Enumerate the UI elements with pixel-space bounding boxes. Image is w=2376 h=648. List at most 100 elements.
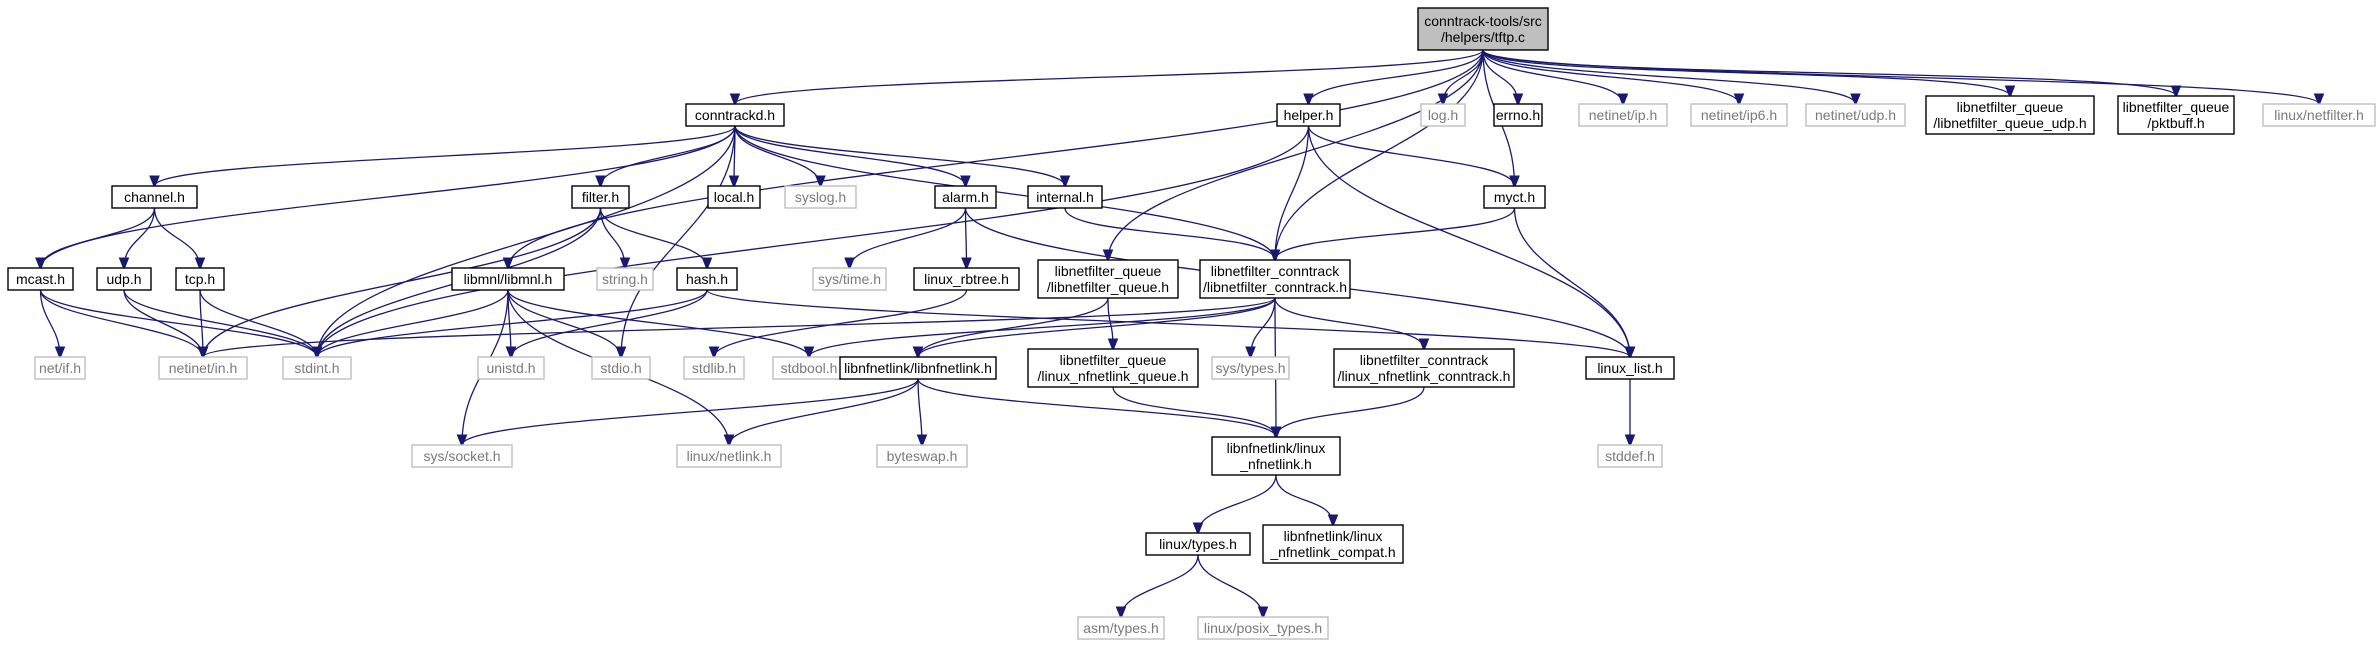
node-label: libnetfilter_queue (1060, 352, 1167, 368)
edge-root-to-conntrackd (735, 49, 1484, 104)
node-label: /libnetfilter_queue_udp.h (1933, 115, 2086, 131)
node-nfct_nfnl[interactable]: libnetfilter_conntrack/linux_nfnetlink_c… (1333, 348, 1515, 388)
node-label: conntrackd.h (695, 107, 775, 123)
edge-linux_types-to-posix_types (1197, 554, 1263, 617)
edge-channel-to-tcp (153, 207, 201, 268)
node-box (707, 185, 761, 209)
node-box (676, 267, 738, 291)
node-box (451, 267, 565, 291)
node-label: local.h (714, 189, 754, 205)
node-channel[interactable]: channel.h (111, 185, 198, 209)
edge-linux_types-to-asm_types (1121, 554, 1199, 617)
node-pktbuff[interactable]: libnetfilter_queue/pktbuff.h (2117, 95, 2235, 135)
node-hash[interactable]: hash.h (676, 267, 738, 291)
node-box (1420, 103, 1466, 127)
edge-alarm-to-rbtree (966, 207, 967, 268)
node-box (1262, 524, 1404, 564)
node-label: libnetfilter_conntrack (1211, 263, 1340, 279)
node-box (1925, 95, 2095, 135)
node-systypes: sys/types.h (1211, 356, 1290, 380)
edge-nfq_nfnl-to-nfnl_linux (1112, 386, 1276, 437)
node-netif: net/if.h (34, 356, 86, 380)
node-box (683, 356, 745, 380)
edge-nfct-to-libnfnetlink (918, 297, 1276, 357)
node-box (812, 267, 887, 291)
edge-conntrackd-to-nfct (734, 125, 1275, 260)
node-box (175, 267, 225, 291)
node-label: alarm.h (942, 189, 989, 205)
edge-root-to-linux_netfilter (1482, 49, 2319, 104)
node-label: udp.h (106, 271, 141, 287)
node-linux_netlink: linux/netlink.h (676, 444, 782, 468)
edge-libnfnetlink-to-nfnl_linux (917, 378, 1276, 437)
edge-libnfnetlink-to-byteswap (918, 378, 922, 445)
node-box (158, 356, 248, 380)
node-label: /helpers/tftp.c (1441, 29, 1525, 45)
edge-hash-to-stdint (317, 289, 708, 357)
node-tcp[interactable]: tcp.h (175, 267, 225, 291)
node-label: /linux_nfnetlink_conntrack.h (1338, 368, 1511, 384)
node-errno[interactable]: errno.h (1493, 103, 1543, 127)
node-stdio: stdio.h (591, 356, 651, 380)
node-mcast[interactable]: mcast.h (7, 267, 74, 291)
node-syslog: syslog.h (784, 185, 857, 209)
node-linux_list[interactable]: linux_list.h (1585, 356, 1675, 380)
node-byteswap: byteswap.h (876, 444, 968, 468)
node-rbtree[interactable]: linux_rbtree.h (913, 267, 1020, 291)
node-nfct[interactable]: libnetfilter_conntrack/libnetfilter_conn… (1199, 259, 1351, 299)
node-label: string.h (602, 271, 648, 287)
node-label: libnetfilter_queue (1957, 99, 2064, 115)
edge-conntrackd-to-alarm (734, 125, 966, 186)
node-root[interactable]: conntrack-tools/src/helpers/tftp.c (1417, 7, 1549, 51)
node-label: linux/types.h (1159, 536, 1237, 552)
node-label: internal.h (1036, 189, 1094, 205)
node-conntrackd[interactable]: conntrackd.h (685, 103, 785, 127)
node-box (1483, 185, 1546, 209)
node-label: libnetfilter_conntrack (1360, 352, 1489, 368)
edge-root-to-netinet_ip (1482, 49, 1623, 104)
edge-root-to-pktbuff (1482, 49, 2176, 96)
edge-internal-to-nfct (1064, 207, 1275, 260)
node-netinet_udp: netinet/udp.h (1805, 103, 1906, 127)
node-box (934, 185, 997, 209)
node-label: linux/posix_types.h (1204, 620, 1322, 636)
node-nfq[interactable]: libnetfilter_queue/libnetfilter_queue.h (1037, 259, 1179, 299)
node-alarm[interactable]: alarm.h (934, 185, 997, 209)
edge-filter-to-netinet_in (203, 207, 602, 357)
edge-root-to-netinet_ip6 (1482, 49, 1739, 104)
node-netinet_ip6: netinet/ip6.h (1690, 103, 1788, 127)
node-label: libnetfilter_queue (2123, 99, 2230, 115)
edge-conntrackd-to-channel (155, 125, 736, 186)
edge-myct-to-linux_list (1513, 207, 1631, 357)
node-udp[interactable]: udp.h (96, 267, 152, 291)
node-nfq_nfnl[interactable]: libnetfilter_queue/linux_nfnetlink_queue… (1027, 348, 1199, 388)
node-label: myct.h (1494, 189, 1535, 205)
edge-channel-to-udp (124, 207, 156, 268)
node-myct[interactable]: myct.h (1483, 185, 1546, 209)
node-nfnl_linux[interactable]: libnfnetlink/linux_nfnetlink.h (1211, 436, 1341, 476)
node-helper[interactable]: helper.h (1276, 103, 1341, 127)
node-label: netinet/in.h (169, 360, 238, 376)
node-label: sys/time.h (818, 271, 881, 287)
node-linux_types[interactable]: linux/types.h (1145, 532, 1251, 556)
node-libnfnetlink[interactable]: libnfnetlink/libnfnetlink.h (839, 356, 997, 380)
node-box (1145, 532, 1251, 556)
node-unistd: unistd.h (477, 356, 545, 380)
node-libmnl[interactable]: libmnl/libmnl.h (451, 267, 565, 291)
node-box (571, 185, 630, 209)
node-box (111, 185, 198, 209)
edge-myct-to-nfct (1275, 207, 1516, 260)
edge-hash-to-unistd (511, 289, 708, 357)
node-box (1585, 356, 1675, 380)
node-box (1199, 259, 1351, 299)
node-nfq_udp[interactable]: libnetfilter_queue/libnetfilter_queue_ud… (1925, 95, 2095, 135)
node-label: stdio.h (600, 360, 641, 376)
node-box (1077, 616, 1165, 640)
node-internal[interactable]: internal.h (1027, 185, 1103, 209)
node-local[interactable]: local.h (707, 185, 761, 209)
node-filter[interactable]: filter.h (571, 185, 630, 209)
edge-hash-to-linux_list (706, 289, 1630, 357)
node-label: /linux_nfnetlink_queue.h (1037, 368, 1188, 384)
edge-alarm-to-systime (850, 207, 967, 268)
node-nfnl_compat[interactable]: libnfnetlink/linux_nfnetlink_compat.h (1262, 524, 1404, 564)
